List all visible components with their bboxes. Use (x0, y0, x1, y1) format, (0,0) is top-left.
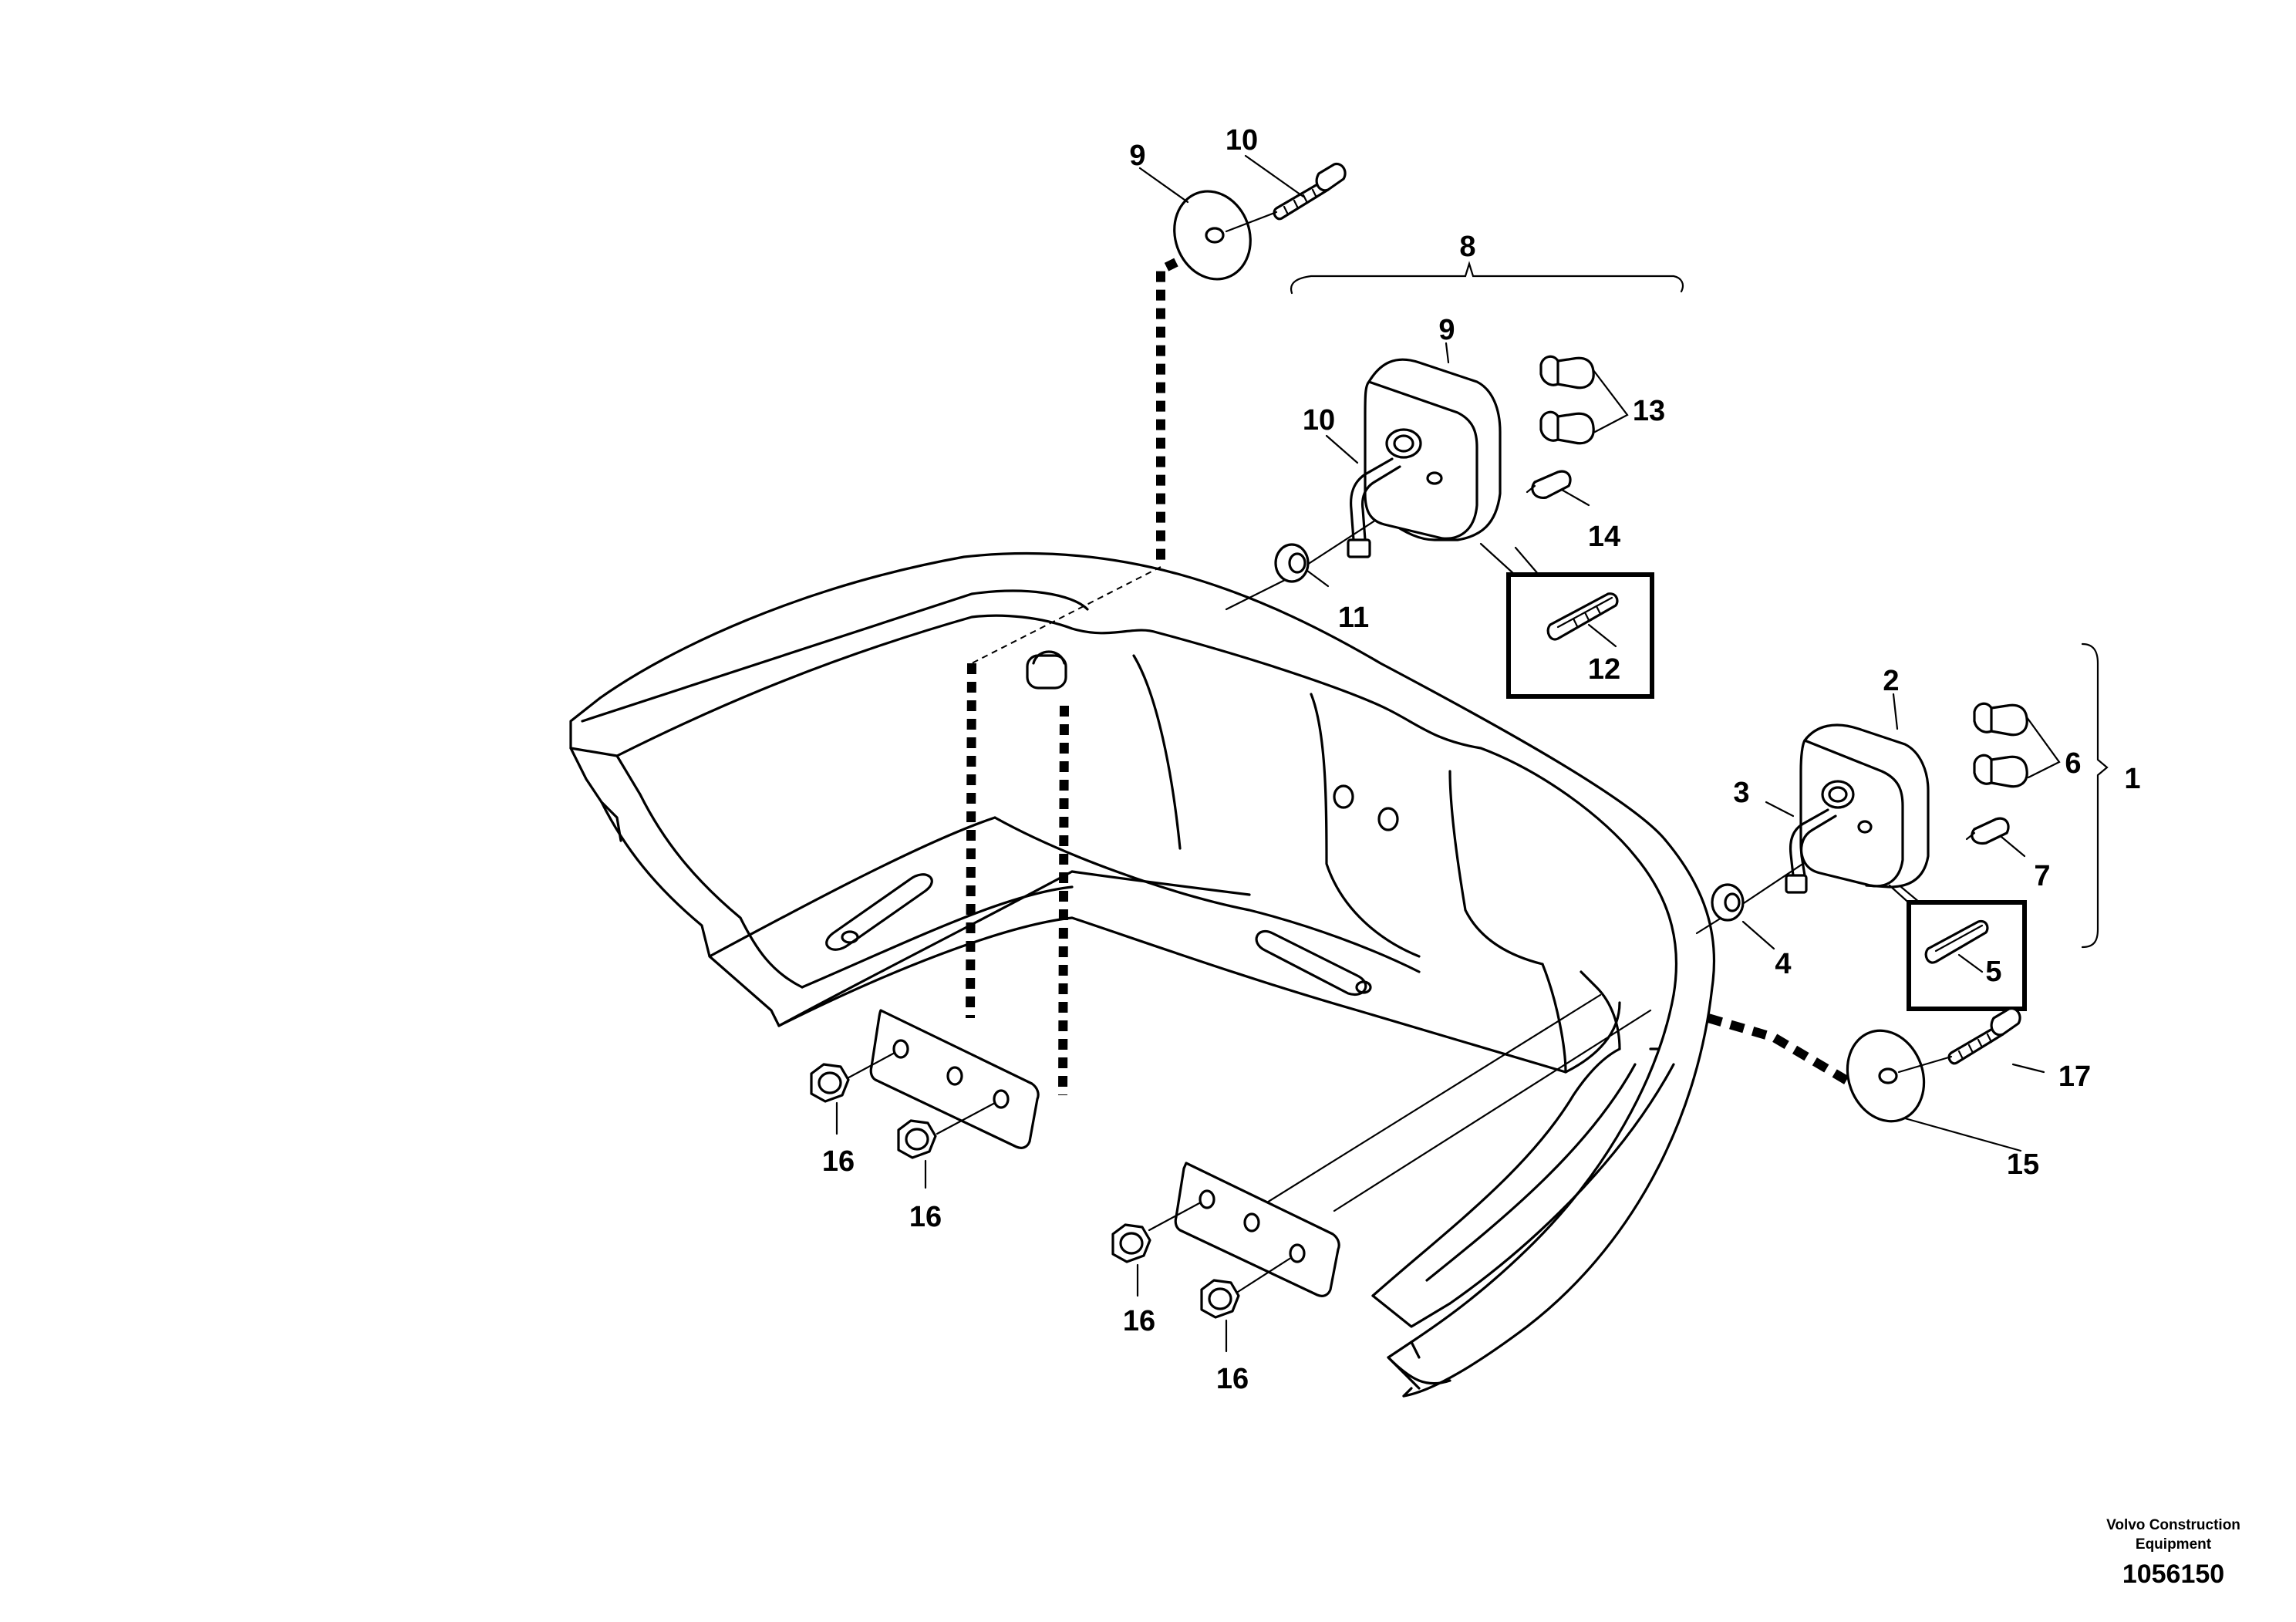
callout-16-a: 16 (822, 1145, 855, 1178)
callout-8: 8 (1459, 231, 1475, 263)
callout-1: 1 (2124, 763, 2140, 795)
drawing-footer: Volvo Construction Equipment 1056150 (2106, 1517, 2240, 1589)
mounting-paths (966, 258, 1868, 1232)
callout-3: 3 (1733, 777, 1749, 809)
callout-16-c: 16 (1123, 1305, 1155, 1337)
callout-11: 11 (1338, 602, 1369, 634)
callout-14: 14 (1588, 521, 1620, 553)
callout-2: 2 (1883, 665, 1899, 697)
callout-labels: 9 10 8 9 10 13 14 11 12 2 3 6 1 7 4 5 17… (822, 124, 2141, 1395)
counterweight (569, 551, 1715, 1398)
callout-9-top: 9 (1129, 140, 1145, 172)
callout-12: 12 (1588, 653, 1620, 686)
callout-6: 6 (2065, 747, 2081, 780)
leader-lines (1138, 154, 2045, 1152)
callout-10-top: 10 (1226, 124, 1258, 157)
callout-17: 17 (2058, 1061, 2091, 1093)
washer-bolt-top (1173, 162, 1347, 281)
callout-13: 13 (1633, 395, 1665, 427)
lamp-assembly-top (1274, 261, 1684, 699)
drawing-number: 1056150 (2122, 1560, 2224, 1589)
plate-left (810, 1009, 1040, 1189)
brand-line-2: Equipment (2136, 1536, 2212, 1553)
callout-10-lamp: 10 (1303, 404, 1335, 437)
lamp-assembly-right (1711, 642, 2109, 1011)
washer-bolt-right (1846, 1007, 2021, 1123)
plate-center (1111, 1162, 1340, 1353)
callout-5: 5 (1985, 956, 2001, 988)
callout-7: 7 (2034, 860, 2050, 892)
callout-16-b: 16 (909, 1201, 942, 1233)
callout-9-lamp: 9 (1438, 314, 1455, 346)
callout-16-d: 16 (1216, 1363, 1249, 1395)
callout-15: 15 (2007, 1148, 2039, 1181)
brand-line-1: Volvo Construction (2106, 1517, 2240, 1533)
callout-4: 4 (1775, 948, 1791, 980)
